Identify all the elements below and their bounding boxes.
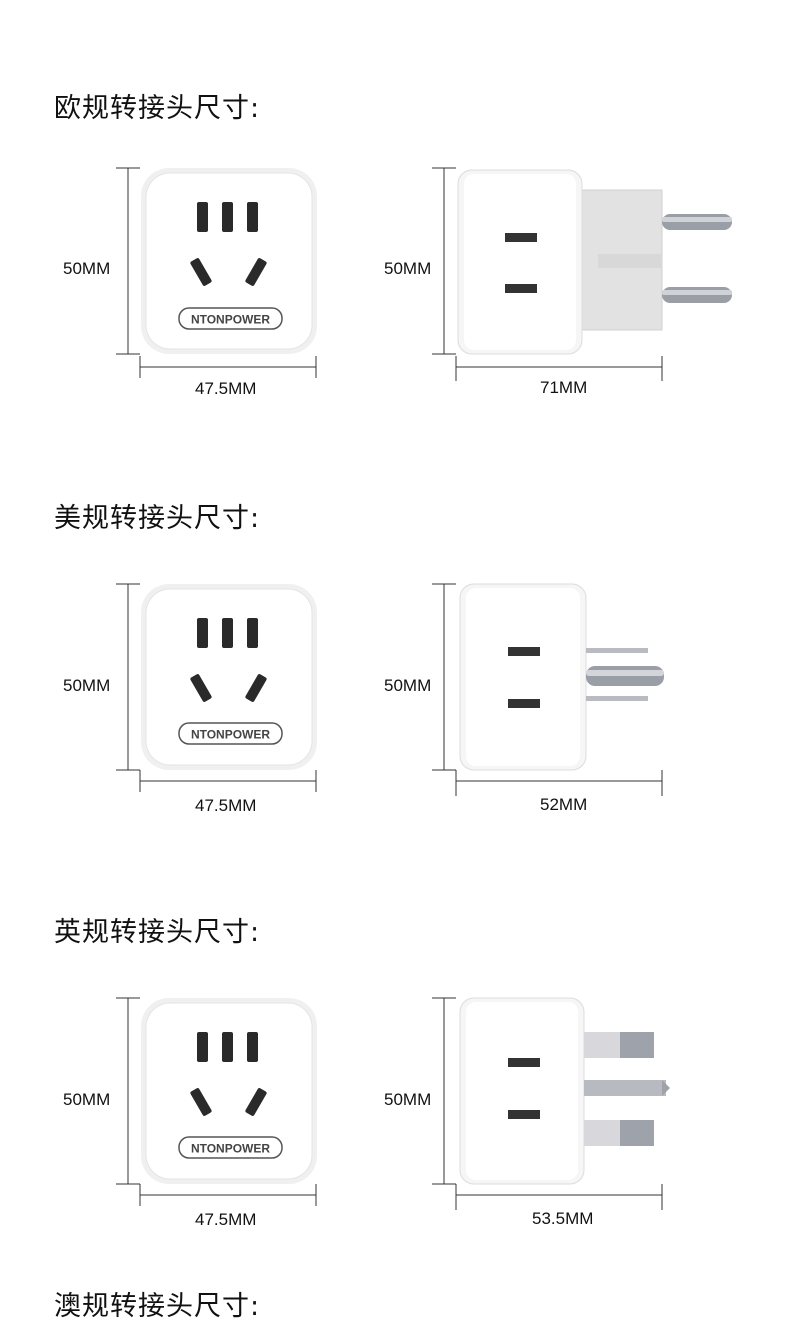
side-height-label: 50MM — [384, 259, 432, 278]
front-width-label: 47.5MM — [195, 379, 257, 398]
front-width-dimension-line — [139, 356, 317, 378]
front-height-label: 50MM — [63, 1090, 111, 1109]
front-width-label: 47.5MM — [195, 1210, 257, 1229]
adapter-side-body — [459, 997, 670, 1185]
side-height-dimension-line — [432, 997, 456, 1185]
side-height-dimension-line — [432, 583, 456, 771]
section-uk-adapter: 英规转接头尺寸: NTONPOWER — [0, 828, 790, 1243]
side-width-dimension-line — [455, 356, 663, 381]
next-section-title: 澳规转接头尺寸: — [54, 1291, 261, 1322]
side-height-label: 50MM — [384, 1090, 432, 1109]
side-height-label: 50MM — [384, 676, 432, 695]
side-width-dimension-line — [455, 1184, 663, 1210]
front-height-dimension-line — [116, 583, 140, 771]
us-adapter-diagram: NTONPOWER — [116, 583, 664, 796]
front-height-dimension-line — [116, 997, 140, 1185]
section-title: 欧规转接头尺寸: — [54, 93, 261, 124]
brand-logo: NTONPOWER — [191, 728, 270, 742]
brand-logo: NTONPOWER — [191, 1142, 270, 1156]
front-height-label: 50MM — [63, 259, 111, 278]
front-width-label: 47.5MM — [195, 796, 257, 815]
section-eu-adapter: 欧规转接头尺寸: NTONPOWER — [0, 0, 790, 415]
side-width-dimension-line — [455, 770, 663, 796]
side-width-label: 71MM — [540, 378, 588, 397]
section-title: 英规转接头尺寸: — [54, 917, 261, 948]
adapter-front-face: NTONPOWER — [141, 998, 317, 1184]
front-height-label: 50MM — [63, 676, 111, 695]
front-width-dimension-line — [139, 770, 317, 792]
section-us-adapter: 美规转接头尺寸: NTONPOWER — [0, 414, 790, 829]
section-title: 美规转接头尺寸: — [54, 503, 261, 534]
side-width-label: 52MM — [540, 795, 588, 814]
side-width-label: 53.5MM — [532, 1209, 594, 1228]
front-width-dimension-line — [139, 1184, 317, 1206]
adapter-side-body — [457, 169, 732, 355]
adapter-side-body — [459, 583, 664, 771]
adapter-front-face: NTONPOWER — [141, 168, 317, 354]
brand-logo: NTONPOWER — [191, 313, 270, 327]
front-height-dimension-line — [116, 167, 140, 355]
uk-adapter-diagram: NTONPOWER — [116, 997, 670, 1210]
adapter-front-face: NTONPOWER — [141, 584, 317, 770]
eu-adapter-diagram: NTONPOWER — [116, 167, 732, 381]
side-height-dimension-line — [432, 167, 456, 355]
